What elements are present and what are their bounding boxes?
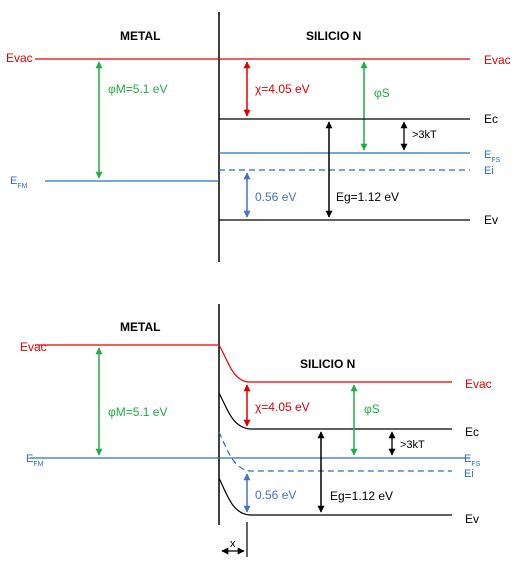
bottom-diagram: METAL SILICIO N Evac Evac EFM EFS φM=5.1… (20, 304, 492, 557)
top-semi-title: SILICIO N (306, 29, 361, 43)
top-evac-right-label: Evac (484, 53, 511, 67)
bottom-x-label: x (230, 538, 236, 550)
bottom-evac-curve (218, 344, 452, 383)
bottom-phi-s-label: φS (364, 402, 380, 416)
top-efm-label: EFM (10, 175, 28, 190)
bottom-phi-m-label: φM=5.1 eV (108, 405, 167, 419)
top-chi-label: χ=4.05 eV (255, 82, 310, 96)
top-diagram: METAL SILICIO N Evac Evac EFM φM=5.1 eV … (6, 12, 511, 262)
bottom-semi-title: SILICIO N (300, 357, 355, 371)
top-efs-label: EFS (484, 149, 501, 164)
bottom-eg-label: Eg=1.12 eV (330, 489, 393, 503)
bottom-ev-curve (218, 477, 452, 516)
top-3kt-label: >3kT (412, 129, 437, 141)
top-ev-label: Ev (484, 213, 498, 227)
top-ei-label: Ei (484, 165, 494, 177)
bottom-efm-label: EFM (26, 453, 44, 468)
bottom-efs-label: EFS (464, 453, 481, 468)
top-metal-title: METAL (120, 29, 160, 43)
top-phi-m-label: φM=5.1 eV (108, 82, 167, 96)
bottom-ec-curve (218, 392, 452, 430)
bottom-metal-title: METAL (120, 320, 160, 334)
bottom-chi-label: χ=4.05 eV (255, 400, 310, 414)
bottom-ec-label: Ec (465, 425, 479, 439)
bottom-ei-label: Ei (464, 468, 474, 480)
bottom-evac-left-label: Evac (20, 340, 47, 354)
bottom-midgap-label: 0.56 eV (255, 488, 296, 502)
top-ec-label: Ec (484, 112, 498, 126)
bottom-ei-curve (218, 431, 452, 472)
bottom-3kt-label: >3kT (400, 439, 425, 451)
top-midgap-label: 0.56 eV (255, 190, 296, 204)
top-phi-s-label: φS (374, 86, 390, 100)
top-eg-label: Eg=1.12 eV (336, 190, 399, 204)
bottom-evac-right-label: Evac (465, 377, 492, 391)
top-evac-left-label: Evac (6, 51, 33, 65)
bottom-ev-label: Ev (465, 512, 479, 526)
